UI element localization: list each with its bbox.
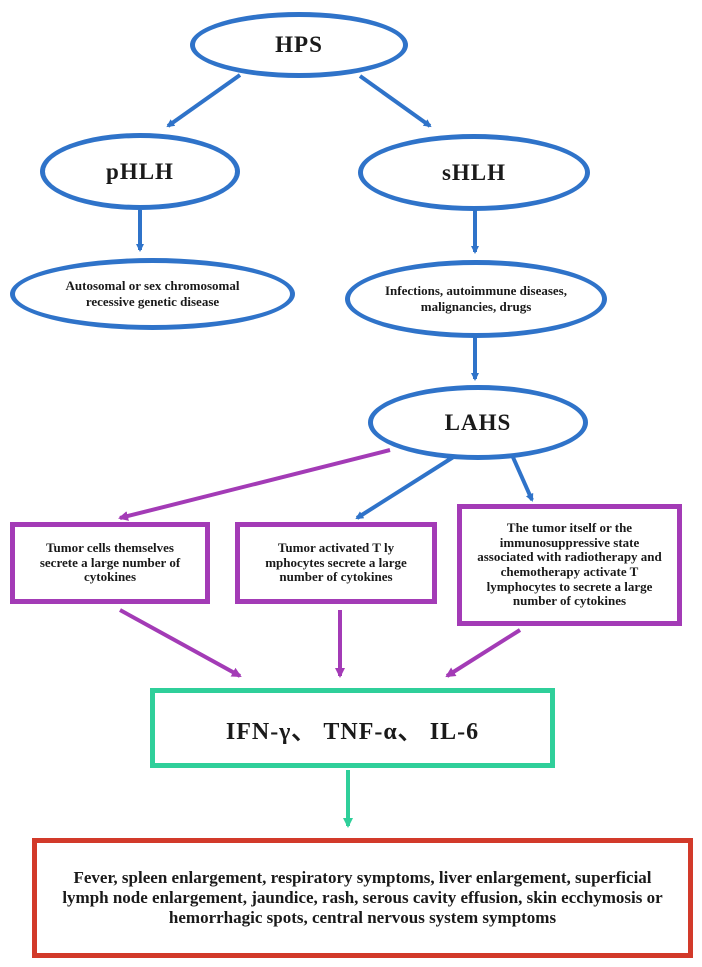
arrow-hps-shlh bbox=[358, 74, 432, 128]
node-symptoms: Fever, spleen enlargement, respiratory s… bbox=[32, 838, 693, 958]
node-cytokines-label: IFN-γ、 TNF-α、 IL-6 bbox=[225, 718, 480, 745]
arrow-mech3-cytokines bbox=[445, 628, 522, 678]
node-shlh-label: sHLH bbox=[441, 159, 507, 185]
node-mechanism-1: Tumor cells themselves secrete a large n… bbox=[10, 522, 210, 604]
node-cytokines: IFN-γ、 TNF-α、 IL-6 bbox=[150, 688, 555, 768]
node-phlh: pHLH bbox=[40, 133, 240, 210]
node-mechanism-3: The tumor itself or the immunosuppressiv… bbox=[457, 504, 682, 626]
node-mechanism-3-label: The tumor itself or the immunosuppressiv… bbox=[477, 520, 662, 609]
arrow-lahs-mech3 bbox=[510, 454, 534, 502]
arrow-lahs-mech1 bbox=[118, 448, 391, 521]
node-lahs-label: LAHS bbox=[444, 409, 512, 435]
node-hps: HPS bbox=[190, 12, 408, 78]
arrow-hps-phlh bbox=[166, 73, 242, 128]
node-shlh: sHLH bbox=[358, 134, 590, 211]
node-phlh-label: pHLH bbox=[106, 158, 174, 184]
arrow-mech1-cytokines bbox=[119, 608, 242, 678]
node-lahs: LAHS bbox=[368, 385, 588, 460]
arrow-lahs-mech2 bbox=[355, 454, 457, 520]
node-mechanism-2: Tumor activated T ly mphocytes secrete a… bbox=[235, 522, 437, 604]
node-phlh-cause: Autosomal or sex chromosomal recessive g… bbox=[10, 258, 295, 330]
node-mechanism-1-label: Tumor cells themselves secrete a large n… bbox=[39, 540, 181, 585]
node-hps-label: HPS bbox=[275, 32, 323, 57]
node-symptoms-label: Fever, spleen enlargement, respiratory s… bbox=[62, 867, 663, 928]
node-shlh-cause: Infections, autoimmune diseases, maligna… bbox=[345, 260, 607, 338]
node-phlh-cause-label: Autosomal or sex chromosomal recessive g… bbox=[65, 278, 240, 309]
node-mechanism-2-label: Tumor activated T ly mphocytes secrete a… bbox=[265, 540, 407, 585]
node-shlh-cause-label: Infections, autoimmune diseases, maligna… bbox=[384, 283, 567, 314]
